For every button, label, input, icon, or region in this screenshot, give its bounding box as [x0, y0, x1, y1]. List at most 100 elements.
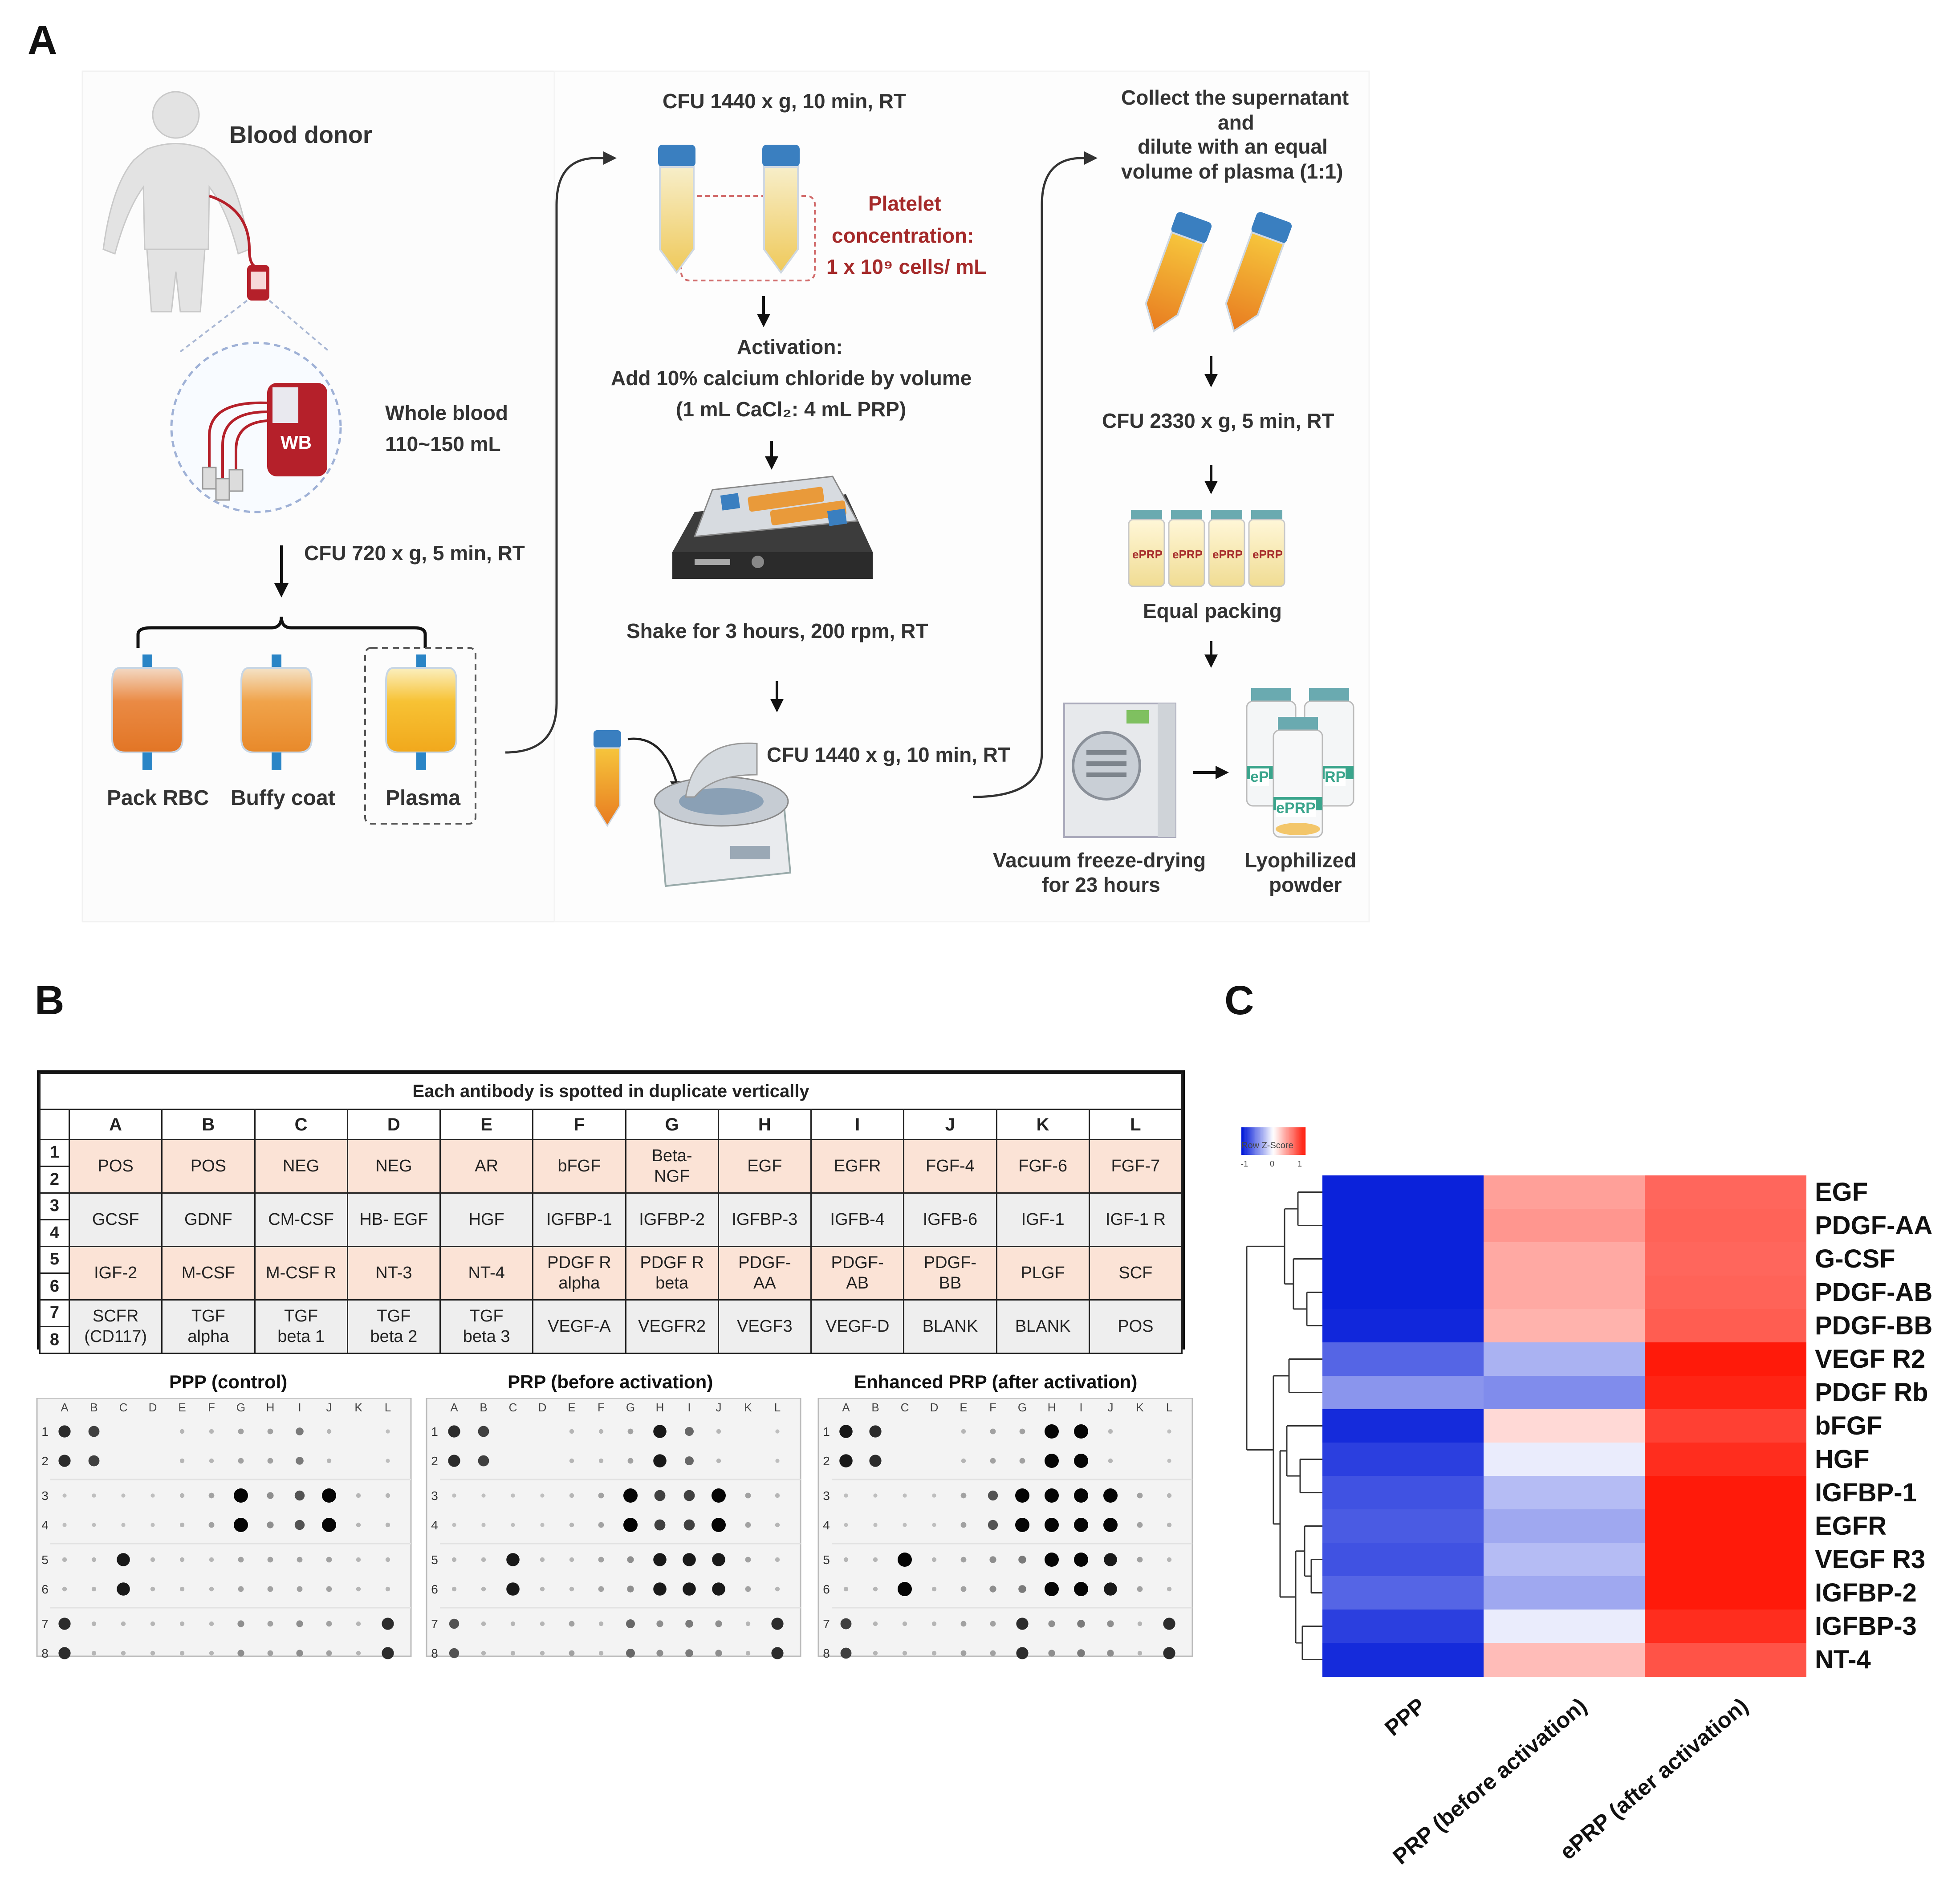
blot-spot: [932, 1523, 936, 1527]
shaker-icon: [672, 476, 873, 579]
colorkey-swatch: [1251, 1127, 1252, 1155]
blot-spot: [179, 1522, 185, 1528]
blot-column-letter: E: [178, 1401, 186, 1414]
blot-spot: [294, 1490, 305, 1501]
blot-row-number: 6: [41, 1582, 49, 1596]
blot-column-letter: C: [509, 1401, 517, 1414]
blot-spot: [1167, 1557, 1172, 1562]
blot-column-letter: F: [989, 1401, 996, 1414]
colorkey-swatch: [1255, 1127, 1257, 1155]
heatmap-cell: [1645, 1643, 1806, 1677]
cfu-1440-bottom-label: CFU 1440 x g, 10 min, RT: [767, 743, 1011, 766]
colorkey-swatch: [1281, 1127, 1282, 1155]
activation-label-3: (1 mL CaCl₂: 4 mL PRP): [676, 398, 907, 421]
blot-spot: [238, 1557, 244, 1563]
table-cell: POS: [1088, 1299, 1183, 1354]
blot-row-number: 3: [823, 1489, 830, 1503]
cfu-2330-label: CFU 2330 x g, 5 min, RT: [1102, 409, 1334, 432]
blot-spot: [716, 1429, 721, 1434]
blot-spot: [989, 1556, 996, 1563]
heatmap-cell: [1322, 1443, 1484, 1476]
lyo-vial-text-right: RP: [1325, 768, 1346, 786]
blot-spot: [745, 1586, 751, 1592]
blot-spot: [385, 1586, 390, 1592]
panel-label-c: C: [1224, 978, 1254, 1023]
blot-spot: [745, 1621, 751, 1626]
blot-spot: [297, 1586, 303, 1592]
table-cell: PDGF R alpha: [532, 1246, 626, 1301]
table-cell: M-CSF: [161, 1246, 256, 1301]
table-cell: VEGFR2: [625, 1299, 719, 1354]
heatmap-cell: [1645, 1543, 1806, 1577]
blot-spot: [745, 1650, 751, 1656]
blot-column-letter: E: [960, 1401, 967, 1414]
blot-spot: [569, 1650, 575, 1656]
blot-spot: [1163, 1618, 1175, 1630]
blot-spot: [386, 1459, 390, 1463]
blot-spot: [62, 1493, 67, 1498]
row-number: 8: [49, 1330, 60, 1350]
heatmap-row-label: G-CSF: [1815, 1244, 1895, 1273]
blot-row-number: 7: [431, 1617, 438, 1631]
blot-row-number: 8: [41, 1646, 49, 1660]
colorkey-tick: 0: [1270, 1159, 1274, 1168]
blot-spot: [1077, 1649, 1085, 1657]
activation-label-1: Activation:: [737, 335, 843, 358]
blot-spot: [481, 1650, 486, 1656]
heatmap-cell: [1645, 1342, 1806, 1376]
blot-spot: [451, 1557, 457, 1562]
freeze-dryer-icon: [1063, 703, 1176, 838]
equal-packing-label: Equal packing: [1143, 599, 1282, 622]
blot-spot: [540, 1493, 545, 1498]
blot-spot: [569, 1621, 575, 1627]
centrifuge-icon: [654, 742, 792, 887]
blot-spot: [385, 1493, 390, 1498]
blot-spot: [1074, 1488, 1088, 1503]
split-brace: [136, 616, 427, 648]
blood-donor-label: Blood donor: [229, 122, 372, 148]
blot-spot: [869, 1425, 882, 1438]
blot-spot: [775, 1586, 780, 1592]
blot-spot: [903, 1493, 907, 1498]
colorkey-swatch: [1245, 1127, 1247, 1155]
table-cell: NT-3: [346, 1246, 441, 1301]
blot-spot: [1107, 1620, 1114, 1627]
heatmap-row-label: NT-4: [1815, 1645, 1871, 1674]
colorkey-swatch: [1247, 1127, 1248, 1155]
colorkey-swatch: [1283, 1127, 1285, 1155]
blot-spot: [873, 1493, 878, 1498]
blot-spot: [873, 1557, 878, 1562]
blot-spot: [990, 1428, 996, 1435]
blot-spot: [960, 1492, 967, 1499]
blot-spot: [237, 1650, 244, 1657]
blot-column-letter: F: [208, 1401, 215, 1414]
table-cell: NEG: [254, 1139, 348, 1194]
vial-label-4: ePRP: [1252, 548, 1283, 561]
blot-spot: [209, 1557, 214, 1562]
blot-column-letter: L: [1166, 1401, 1172, 1414]
table-cell: EGF: [717, 1139, 812, 1194]
blot-spot: [1104, 1553, 1117, 1566]
plasma-label: Plasma: [386, 786, 461, 810]
blot-spot: [771, 1647, 784, 1659]
blot-spot: [296, 1427, 304, 1435]
blot-spot: [1019, 1458, 1025, 1464]
blot-spot: [1167, 1493, 1172, 1498]
blot-background: [426, 1398, 801, 1657]
blot-row-number: 2: [41, 1454, 49, 1468]
platelet-label-2: concentration:: [832, 224, 974, 247]
blot-spot: [839, 1425, 853, 1438]
column-header: A: [68, 1109, 163, 1140]
blot-spot: [685, 1649, 693, 1657]
blot-spot: [1167, 1522, 1172, 1528]
antibody-layout-table: Each antibody is spotted in duplicate ve…: [37, 1070, 1185, 1354]
blot-spot: [356, 1586, 361, 1592]
blot-spot: [91, 1650, 97, 1656]
heatmap-cell: [1645, 1476, 1806, 1510]
blot-column-letter: H: [656, 1401, 664, 1414]
blot-spot: [121, 1523, 126, 1527]
heatmap-cell: [1322, 1309, 1484, 1343]
column-header: B: [161, 1109, 256, 1140]
heatmap-row-label: PDGF-AB: [1815, 1277, 1933, 1307]
blot-spot: [478, 1426, 489, 1437]
